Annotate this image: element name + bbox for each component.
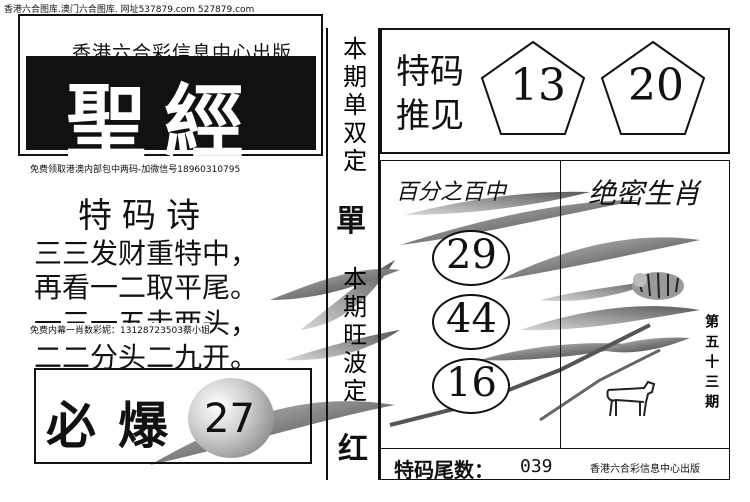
parity-mark: 單 (336, 204, 366, 239)
ad-line: 免费内幕一肖数彩妮：13128723503蔡小姐 (30, 323, 210, 336)
circled-number-3 (432, 358, 510, 414)
circled-number-1-text: 29 (446, 232, 497, 278)
tiger-icon (632, 272, 684, 300)
poem-line-1: 三三发财重特中， (34, 237, 259, 270)
middle-bottom-label: 本期旺波定 (338, 266, 367, 406)
wave-mark: 红 (338, 432, 368, 467)
must-win-number: 27 (204, 396, 255, 442)
zodiac-divider (560, 160, 561, 448)
issue-label: 第五十三期 (703, 314, 720, 414)
sphere-badge (188, 378, 274, 458)
tema-number-2: 20 (628, 60, 684, 111)
middle-bottom-text: 本期旺波定 (338, 266, 367, 406)
tail-label: 特码尾数： (394, 458, 494, 482)
circled-number-1 (432, 230, 510, 286)
left-panel-frame (18, 14, 323, 156)
contact-line: 免费领取港澳内部包中两码-加微信号18960310795 (30, 165, 241, 175)
must-win-label: 必爆 (46, 396, 190, 455)
middle-top-text: 本期单双定 (338, 36, 367, 176)
tema-label-2: 推见 (396, 96, 464, 136)
issue-number: 第五十三期 (703, 314, 719, 414)
tema-number-1: 13 (510, 60, 566, 111)
publisher-bottom: 香港六合彩信息中心出版 (590, 464, 700, 475)
tail-divider (380, 448, 730, 449)
url-line: 香港六合图库.澳门六合图库. 网址537879.com 527879.com (4, 5, 255, 15)
ox-icon (606, 380, 656, 417)
pentagon-badge (600, 40, 706, 135)
middle-divider-left (326, 28, 328, 480)
right-bottom-frame (380, 160, 730, 480)
page-title: 聖經 (66, 75, 262, 169)
circled-number-2-text: 44 (446, 296, 497, 342)
circled-number-3-text: 16 (446, 360, 497, 406)
middle-divider-right (378, 28, 380, 480)
pentagon-badge (480, 40, 586, 135)
calligraphy-right: 绝密生肖 (588, 177, 701, 210)
tema-frame (380, 28, 730, 154)
circled-number-2 (432, 294, 510, 350)
calligraphy-left: 百分之百中 (396, 180, 507, 205)
tail-value: 039 (520, 456, 553, 477)
tema-label-1: 特码 (396, 52, 464, 92)
title-box (26, 56, 316, 150)
must-win-box (34, 368, 312, 464)
middle-top-label: 本期单双定 (338, 36, 367, 176)
poem-title: 特码诗 (78, 196, 210, 236)
poem-line-2: 再看一二取平尾。 (34, 271, 259, 304)
